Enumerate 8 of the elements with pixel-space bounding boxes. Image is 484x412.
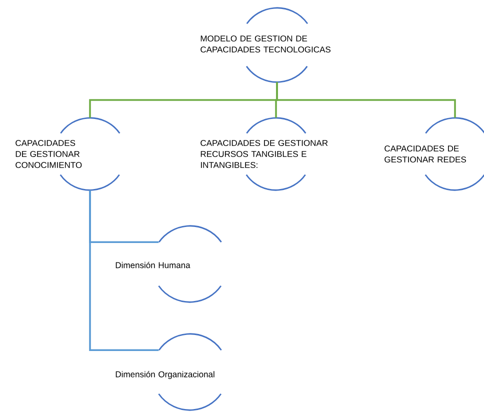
connector-line xyxy=(276,82,456,118)
circle-node: MODELO DE GESTION DE CAPACIDADES TECNOLOGICAS xyxy=(200,7,330,83)
circle-node: Dimensión Humana xyxy=(116,225,222,303)
connector-line xyxy=(89,190,159,351)
circle-node: Dimensión Organizacional xyxy=(116,333,222,411)
circle-node: CAPACIDADES DE GESTIONAR CONOCIMIENTO xyxy=(16,117,120,191)
circle-node: CAPACIDADES DE GESTIONAR RECURSOS TANGIBLES E INTANGIBLES: xyxy=(200,117,328,191)
circle-node: CAPACIDADES DE GESTIONAR REDES xyxy=(384,117,484,191)
